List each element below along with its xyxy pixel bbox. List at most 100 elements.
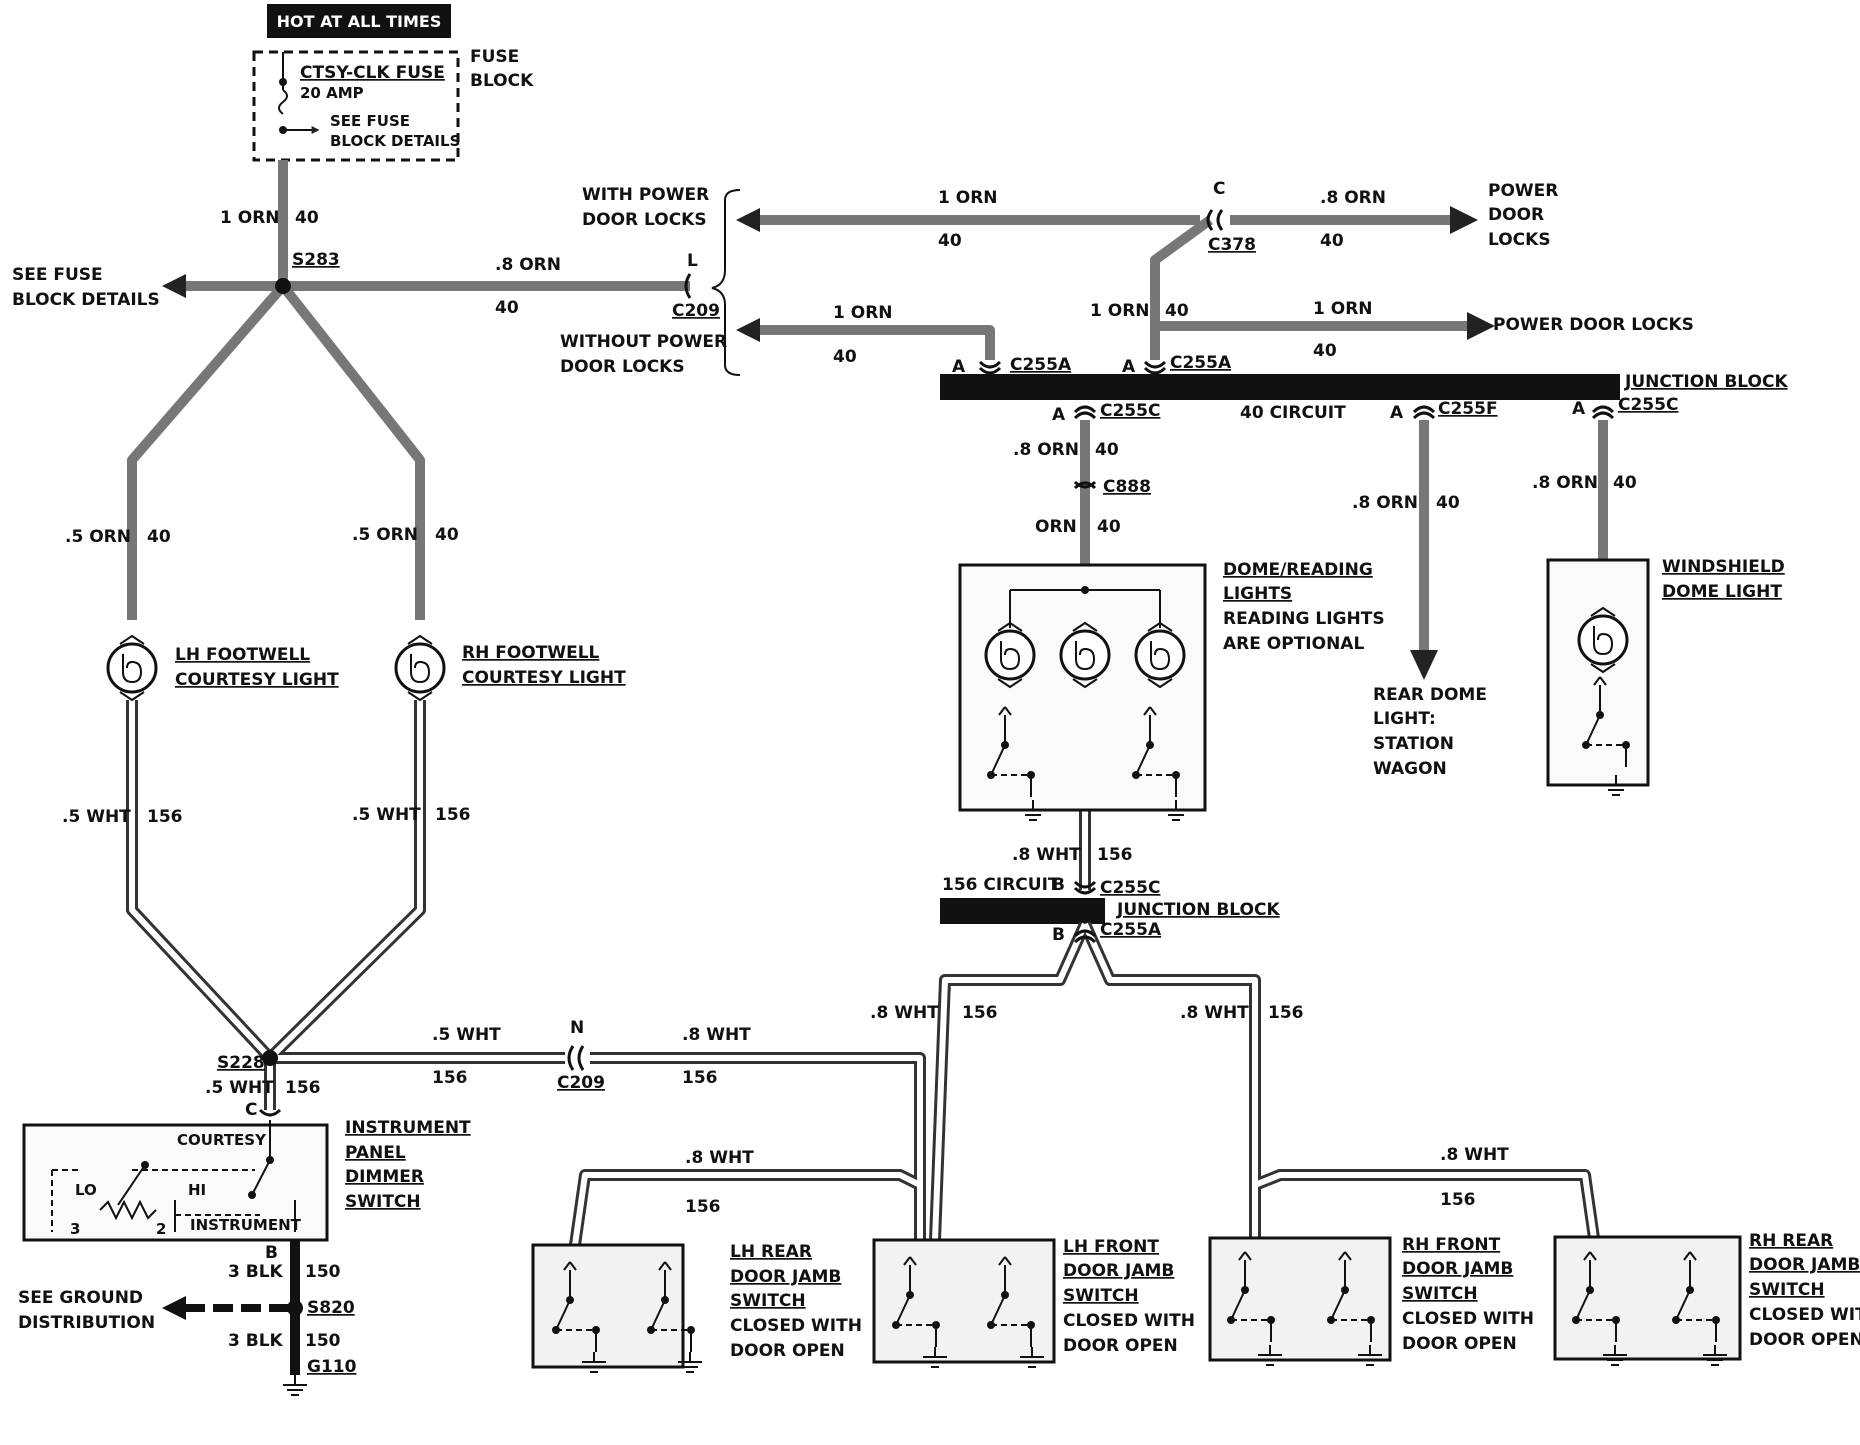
splice-s283 bbox=[275, 278, 291, 294]
rh-wht-circ: 156 bbox=[435, 805, 471, 825]
rh-rear-2: DOOR JAMB bbox=[1749, 1255, 1860, 1275]
lh-front-3: SWITCH bbox=[1063, 1286, 1139, 1306]
jb-pin-b2: B bbox=[1052, 925, 1065, 945]
ws-label-2: DOME LIGHT bbox=[1662, 582, 1782, 602]
lh-front-1: LH FRONT bbox=[1063, 1237, 1159, 1257]
ground-circ2: 150 bbox=[305, 1331, 341, 1351]
s283-label: S283 bbox=[292, 250, 340, 270]
lh-footwell-2: COURTESY LIGHT bbox=[175, 670, 339, 690]
pin2-label: 2 bbox=[156, 1220, 166, 1238]
lh-rear-1: LH REAR bbox=[730, 1242, 812, 1262]
jb-circ: 156 bbox=[1097, 845, 1133, 865]
ws-label-1: WINDSHIELD bbox=[1662, 557, 1785, 577]
wire-d-label: 1 ORN bbox=[1090, 301, 1150, 321]
rear-dome-2: LIGHT: bbox=[1373, 709, 1436, 729]
rh-front-4: CLOSED WITH bbox=[1402, 1309, 1534, 1329]
lo-label: LO bbox=[75, 1181, 97, 1199]
dimmer-label-2: PANEL bbox=[345, 1143, 406, 1163]
dimmer-internals bbox=[51, 1120, 296, 1232]
rh-front-5: DOOR OPEN bbox=[1402, 1334, 1517, 1354]
see-fuse-2: BLOCK DETAILS bbox=[12, 290, 160, 310]
s820-label: S820 bbox=[307, 1298, 355, 1318]
pdl-3: LOCKS bbox=[1488, 230, 1551, 250]
branch-wire-rr: .8 WHT bbox=[1440, 1145, 1509, 1165]
see-ground-2: DISTRIBUTION bbox=[18, 1313, 155, 1333]
jt-pin-a2: A bbox=[1390, 403, 1404, 423]
lh-rear-2: DOOR JAMB bbox=[730, 1267, 841, 1287]
ground-wire1: 3 BLK bbox=[228, 1262, 284, 1282]
orn-wires bbox=[127, 160, 1608, 660]
dome-label-4: ARE OPTIONAL bbox=[1223, 634, 1364, 654]
pin-n-label: N bbox=[570, 1018, 584, 1038]
lh-orn-circ: 40 bbox=[147, 527, 171, 547]
circ-b-label: 40 bbox=[1320, 231, 1344, 251]
ground-pin-b: B bbox=[265, 1243, 278, 1263]
pin-a2-label: A bbox=[1122, 357, 1136, 377]
wire-a-label: 1 ORN bbox=[938, 188, 998, 208]
lh-orn-wire: .5 ORN bbox=[65, 527, 131, 547]
pin-a1-label: A bbox=[952, 357, 966, 377]
lh-front-4: CLOSED WITH bbox=[1063, 1311, 1195, 1331]
hot-banner bbox=[267, 4, 451, 38]
pin-l-label: L bbox=[687, 251, 698, 271]
dimmer-label-3: DIMMER bbox=[345, 1167, 424, 1187]
wht-run-circ2: 156 bbox=[682, 1068, 718, 1088]
branch-wire-l: .8 WHT bbox=[870, 1003, 939, 1023]
wire-c-label: 1 ORN bbox=[833, 303, 893, 323]
wht-run-circ1: 156 bbox=[432, 1068, 468, 1088]
dome-circ2: 40 bbox=[1097, 517, 1121, 537]
rear-dome-3: STATION bbox=[1373, 734, 1454, 754]
c209-wire-label: .8 ORN bbox=[495, 255, 561, 275]
feed-wire-label: 1 ORN bbox=[220, 208, 280, 228]
connectors bbox=[258, 209, 1615, 1117]
courtesy-label: COURTESY bbox=[177, 1131, 267, 1149]
rear-dome-wire: .8 ORN bbox=[1352, 493, 1418, 513]
rh-orn-wire: .5 ORN bbox=[352, 525, 418, 545]
pdl-1: POWER bbox=[1488, 181, 1558, 201]
c378-label: C378 bbox=[1208, 235, 1256, 255]
c209-top-label: C209 bbox=[672, 301, 720, 321]
c209-bottom-label: C209 bbox=[557, 1073, 605, 1093]
branch-circ-r: 156 bbox=[1268, 1003, 1304, 1023]
rh-rear-5: DOOR OPEN bbox=[1749, 1330, 1860, 1350]
branch-circ-l: 156 bbox=[962, 1003, 998, 1023]
feed-circuit-label: 40 bbox=[295, 208, 319, 228]
fuse-icon bbox=[278, 89, 288, 115]
circ-d-label: 40 bbox=[1165, 301, 1189, 321]
wht-wires bbox=[126, 700, 1601, 1246]
branch-circ-rr: 156 bbox=[1440, 1190, 1476, 1210]
fuse-see-details-2: BLOCK DETAILS bbox=[330, 132, 460, 150]
jt-c255c-1: C255C bbox=[1100, 401, 1160, 421]
windshield-dome-box bbox=[1546, 558, 1650, 787]
dome-wire1: .8 ORN bbox=[1013, 440, 1079, 460]
rh-front-1: RH FRONT bbox=[1402, 1235, 1501, 1255]
rh-rear-switch-box bbox=[1553, 1235, 1742, 1366]
wire-e-label: 1 ORN bbox=[1313, 299, 1373, 319]
ground-wire2: 3 BLK bbox=[228, 1331, 284, 1351]
jb-c255a: C255A bbox=[1100, 920, 1162, 940]
wire-b-label: .8 ORN bbox=[1320, 188, 1386, 208]
rh-rear-3: SWITCH bbox=[1749, 1280, 1825, 1300]
lh-footwell-bulb-icon bbox=[106, 634, 158, 702]
branch-circ-ll: 156 bbox=[685, 1197, 721, 1217]
hi-label: HI bbox=[188, 1181, 206, 1199]
dome-label-3: READING LIGHTS bbox=[1223, 609, 1385, 629]
circuit-156-label: 156 CIRCUIT bbox=[942, 875, 1060, 895]
lh-wht-wire: .5 WHT bbox=[62, 807, 131, 827]
dome-lights-box bbox=[958, 563, 1207, 812]
pin3-label: 3 bbox=[70, 1220, 80, 1238]
see-ground-1: SEE GROUND bbox=[18, 1288, 143, 1308]
instrument-label: INSTRUMENT bbox=[190, 1216, 302, 1234]
rear-dome-4: WAGON bbox=[1373, 759, 1447, 779]
c255a-2-label: C255A bbox=[1170, 353, 1232, 373]
fuse-block-label-1: FUSE bbox=[470, 47, 519, 67]
rh-footwell-bulb-icon bbox=[394, 634, 446, 702]
rh-front-switch-box bbox=[1208, 1236, 1392, 1366]
c255a-1-label: C255A bbox=[1010, 355, 1072, 375]
lh-rear-switch-box bbox=[531, 1243, 703, 1373]
lh-rear-3: SWITCH bbox=[730, 1291, 806, 1311]
c209-circuit-label: 40 bbox=[495, 298, 519, 318]
jt-c255c-2: C255C bbox=[1618, 395, 1678, 415]
